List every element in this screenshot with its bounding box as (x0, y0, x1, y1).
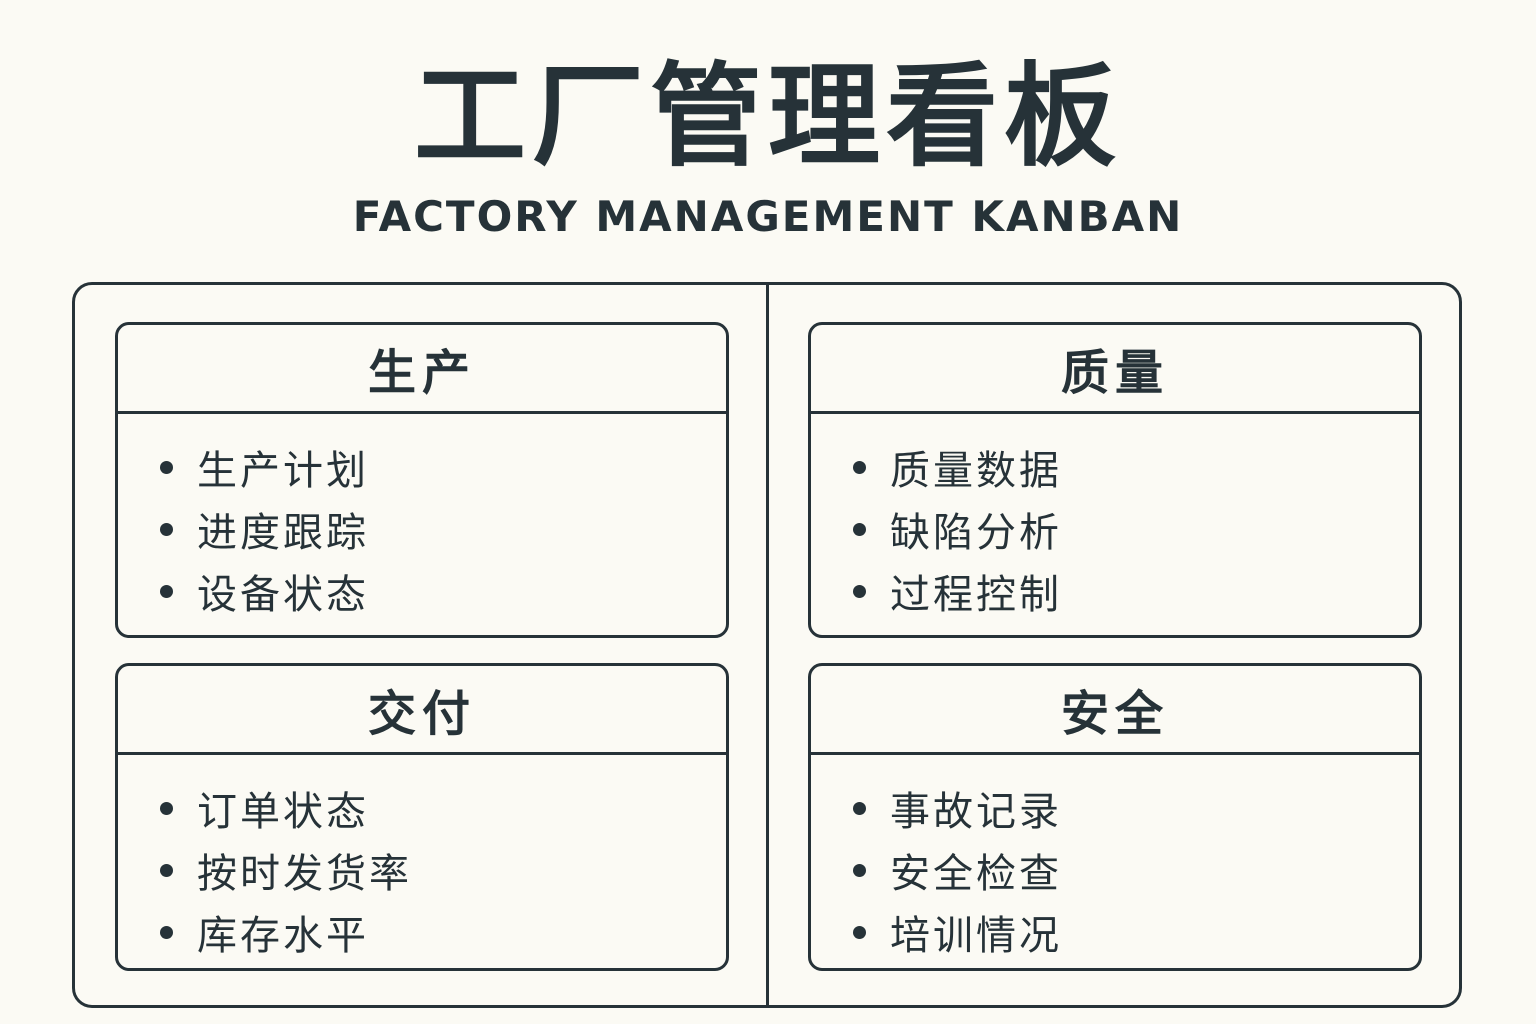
list-item: 按时发货率 (160, 839, 726, 901)
card-delivery: 交付订单状态按时发货率库存水平 (115, 663, 729, 971)
card-list: 生产计划进度跟踪设备状态 (118, 414, 726, 622)
page-subtitle: FACTORY MANAGEMENT KANBAN (352, 192, 1184, 241)
list-item: 过程控制 (853, 560, 1419, 622)
list-item-label: 生产计划 (197, 448, 369, 494)
list-item: 生产计划 (160, 436, 726, 498)
bullet-icon (160, 584, 173, 598)
bullet-icon (160, 801, 173, 815)
list-item-label: 培训情况 (890, 913, 1062, 959)
bullet-icon (853, 925, 866, 939)
list-item-label: 进度跟踪 (197, 510, 369, 556)
list-item: 库存水平 (160, 901, 726, 963)
card-list: 质量数据缺陷分析过程控制 (811, 414, 1419, 622)
list-item: 培训情况 (853, 901, 1419, 963)
bullet-icon (160, 925, 173, 939)
list-item: 质量数据 (853, 436, 1419, 498)
list-item: 事故记录 (853, 777, 1419, 839)
bullet-icon (853, 522, 866, 536)
card-safety: 安全事故记录安全检查培训情况 (808, 663, 1422, 971)
list-item: 安全检查 (853, 839, 1419, 901)
card-header: 质量 (811, 325, 1419, 414)
list-item-label: 按时发货率 (197, 851, 412, 897)
card-header: 生产 (118, 325, 726, 414)
card-list: 事故记录安全检查培训情况 (811, 755, 1419, 963)
bullet-icon (853, 801, 866, 815)
page-title: 工厂管理看板 (414, 52, 1122, 182)
bullet-icon (160, 863, 173, 877)
list-item: 进度跟踪 (160, 498, 726, 560)
list-item-label: 质量数据 (890, 448, 1062, 494)
board-divider (766, 284, 769, 1006)
list-item-label: 安全检查 (890, 851, 1062, 897)
list-item-label: 库存水平 (197, 913, 369, 959)
list-item-label: 设备状态 (197, 572, 369, 618)
kanban-board (72, 282, 1462, 1008)
list-item: 缺陷分析 (853, 498, 1419, 560)
list-item-label: 缺陷分析 (890, 510, 1062, 556)
list-item: 设备状态 (160, 560, 726, 622)
bullet-icon (160, 460, 173, 474)
card-list: 订单状态按时发货率库存水平 (118, 755, 726, 963)
bullet-icon (853, 863, 866, 877)
list-item-label: 事故记录 (890, 789, 1062, 835)
card-header: 交付 (118, 666, 726, 755)
card-production: 生产生产计划进度跟踪设备状态 (115, 322, 729, 638)
bullet-icon (160, 522, 173, 536)
bullet-icon (853, 584, 866, 598)
list-item-label: 过程控制 (890, 572, 1062, 618)
card-header: 安全 (811, 666, 1419, 755)
list-item: 订单状态 (160, 777, 726, 839)
card-quality: 质量质量数据缺陷分析过程控制 (808, 322, 1422, 638)
list-item-label: 订单状态 (197, 789, 369, 835)
bullet-icon (853, 460, 866, 474)
